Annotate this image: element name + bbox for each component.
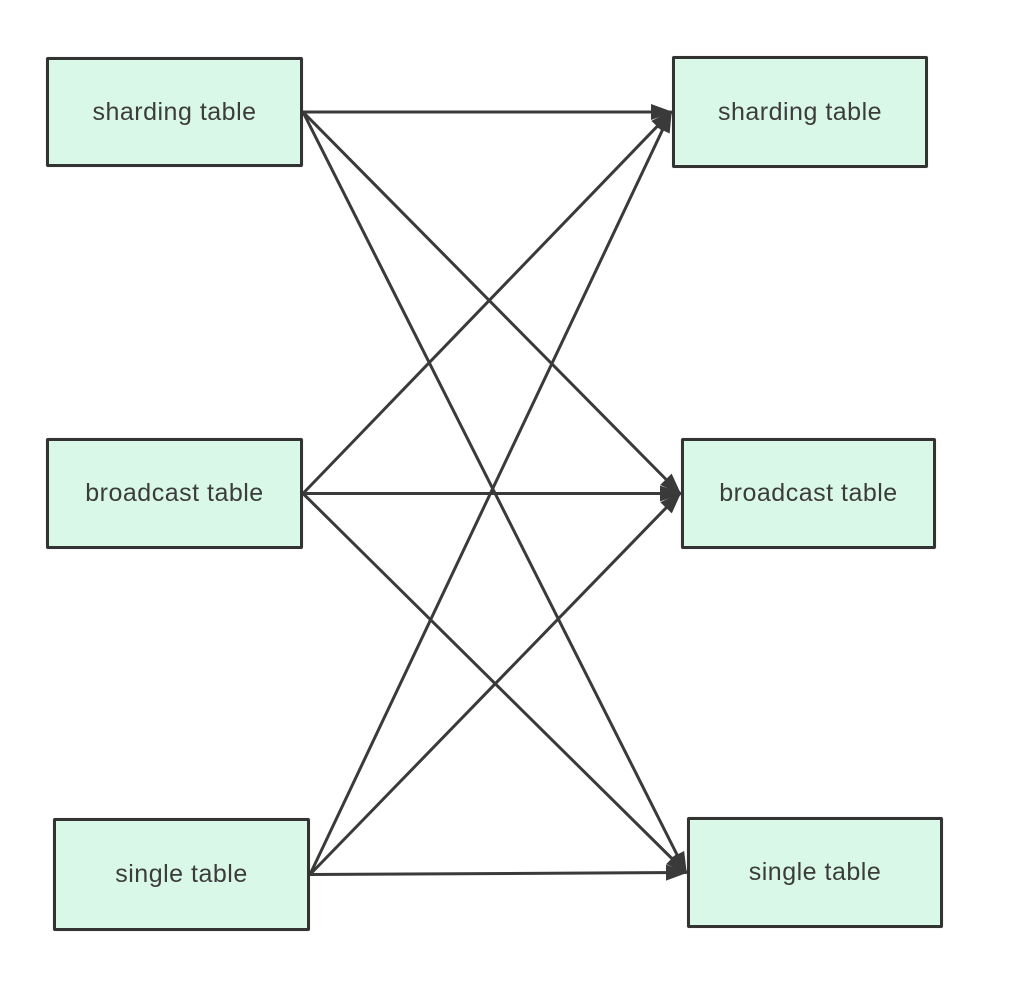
edge-L1-R3: [301, 111, 688, 875]
node-sharding-table-right: sharding table: [672, 56, 928, 168]
edge-L1-R2: [301, 110, 682, 495]
node-single-table-right: single table: [687, 817, 943, 928]
node-label: single table: [748, 858, 882, 886]
edge-L3-R3: [309, 864, 688, 881]
node-single-table-left: single table: [53, 818, 310, 931]
edge-L2-R1: [301, 110, 673, 495]
node-label: sharding table: [717, 97, 883, 126]
node-label: broadcast table: [85, 479, 264, 507]
node-label: broadcast table: [719, 479, 898, 507]
node-label: single table: [115, 860, 248, 888]
node-label: sharding table: [92, 97, 257, 126]
edge-L2-R3: [301, 492, 688, 874]
edge-L3-R1: [308, 110, 673, 876]
edge-L3-R2: [308, 492, 682, 876]
node-broadcast-table-left: broadcast table: [46, 438, 303, 549]
node-sharding-table-left: sharding table: [46, 57, 303, 167]
node-broadcast-table-right: broadcast table: [681, 438, 936, 549]
